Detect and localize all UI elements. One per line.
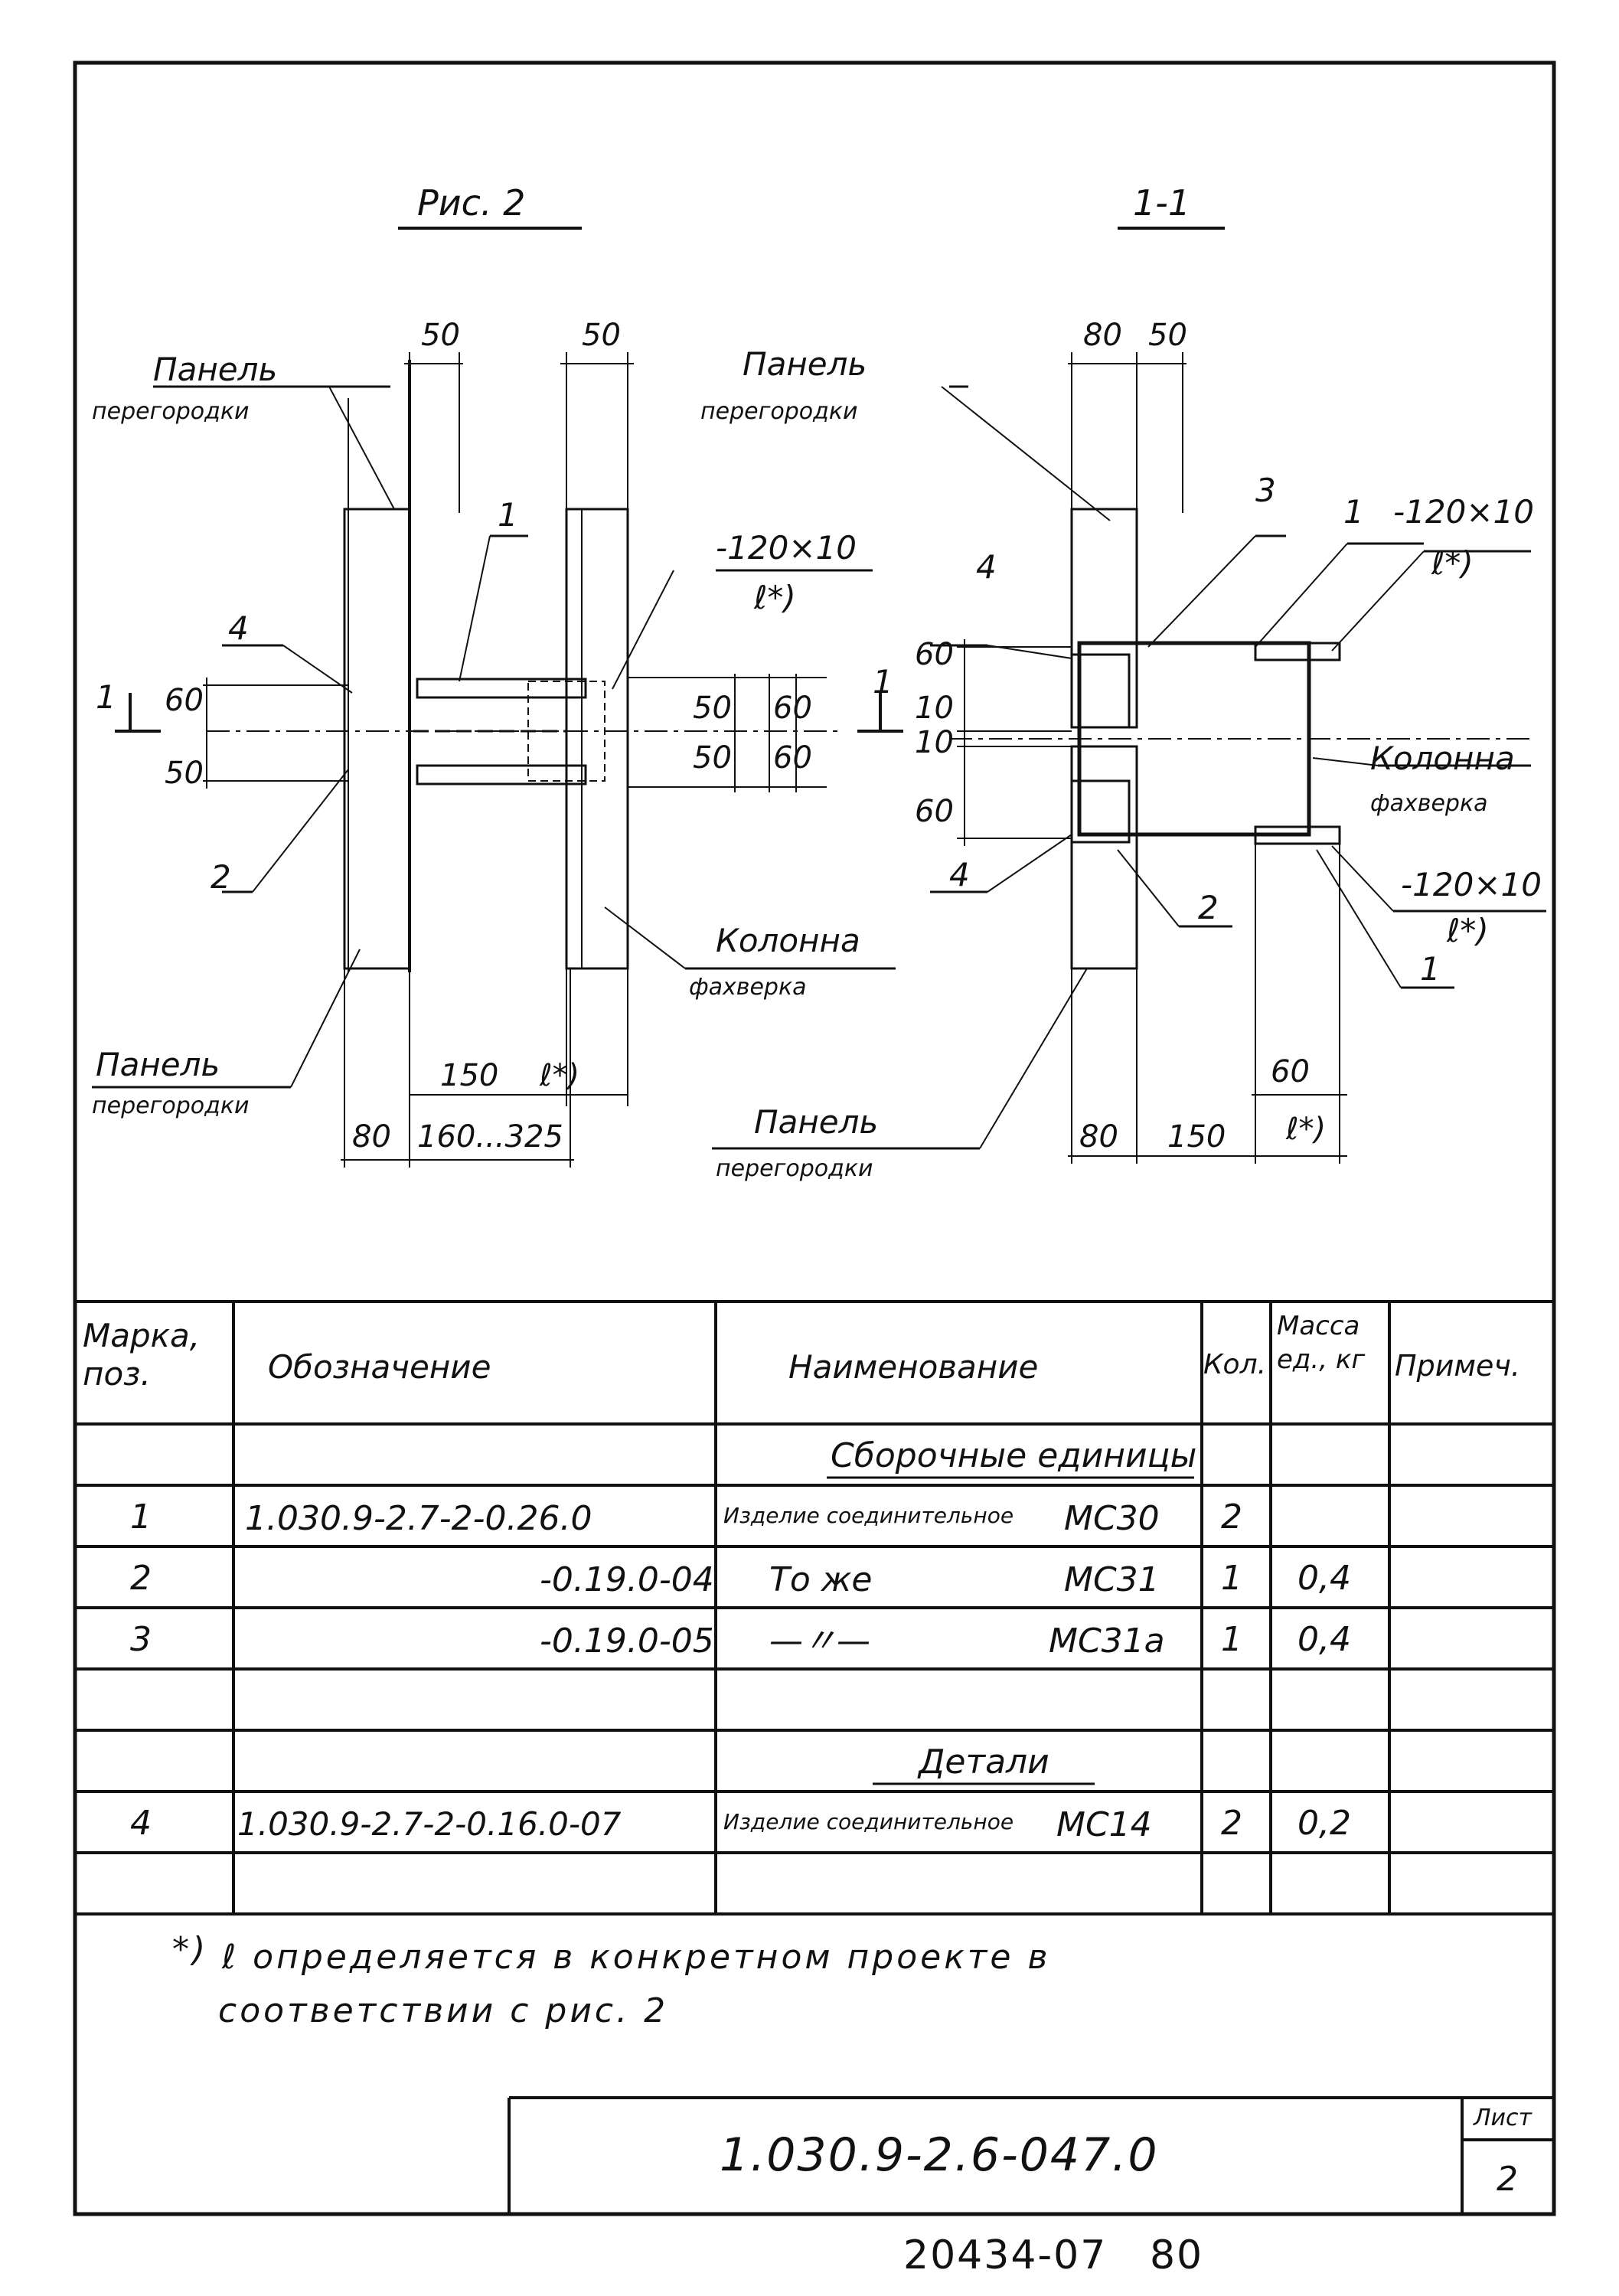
th-qty: Кол. [1203, 1349, 1267, 1380]
sec-column-sub: фахверка [1370, 790, 1488, 817]
sheet-number: 2 [1497, 2160, 1518, 2199]
row2-pos: 2 [130, 1559, 152, 1598]
fig2-panel-top-sub: перегородки [92, 398, 250, 425]
row3-qty: 1 [1221, 1620, 1242, 1659]
fig2-dim-50b: 50 [582, 318, 621, 353]
row3-designation: -0.19.0-05 [540, 1622, 714, 1661]
row4-code: МС14 [1056, 1805, 1152, 1844]
fig2-column-sub: фахверка [689, 974, 807, 1001]
row2-mass: 0,4 [1297, 1559, 1351, 1598]
fig2-pos4: 4 [228, 609, 249, 647]
footnote-line1: ℓ определяется в конкретном проекте в [222, 1938, 1051, 1977]
document-code: 1.030.9-2.6-047.0 [720, 2128, 1159, 2182]
fig2-dim-50l: 50 [165, 756, 204, 791]
th-name: Наименование [788, 1348, 1039, 1386]
row4-designation: 1.030.9-2.7-2-0.16.0-07 [237, 1805, 622, 1843]
sec-dim-50: 50 [1148, 318, 1187, 353]
sec-pos2: 2 [1198, 889, 1219, 926]
row1-pos: 1 [130, 1497, 152, 1537]
row2-name-small: То же [769, 1560, 873, 1599]
sec-dim-l: ℓ*) [1286, 1112, 1327, 1147]
fig2-dim-range: 160...325 [417, 1119, 563, 1155]
sec-dim-80b: 80 [1079, 1119, 1118, 1155]
section-details-label: Детали [919, 1742, 1049, 1782]
row3-code: МС31а [1049, 1622, 1165, 1661]
sec-pos1b: 1 [1420, 950, 1441, 988]
fig2-section-mark-right: 1 [873, 663, 893, 701]
sec-plate-bot-len: ℓ*) [1447, 912, 1489, 949]
row2-qty: 1 [1221, 1559, 1242, 1598]
sec-plate-top: -120×10 [1393, 493, 1534, 531]
sheet-label: Лист [1474, 2105, 1533, 2131]
fig2-pos2: 2 [211, 858, 231, 896]
fig2-pos1: 1 [498, 496, 518, 534]
row2-code: МС31 [1064, 1560, 1160, 1599]
fig2-section-mark-left: 1 [96, 678, 116, 716]
fig2-dim-150: 150 [440, 1058, 499, 1093]
row3-pos: 3 [130, 1620, 152, 1659]
fig2-plate: -120×10 [716, 529, 857, 567]
sec-dim-60c: 60 [1271, 1054, 1310, 1089]
sec-pos1a: 1 [1343, 493, 1364, 531]
fig2-drawing [92, 227, 903, 1168]
row3-name-small: —〃— [769, 1622, 870, 1661]
sec-panel-bottom-label: Панель [754, 1103, 879, 1141]
sec-plate-top-len: ℓ*) [1431, 544, 1474, 582]
sec-pos3: 3 [1255, 472, 1276, 509]
section-assembly-label: Сборочные единицы [831, 1436, 1197, 1475]
fig2-plate-len: ℓ*) [754, 579, 796, 616]
fig2-dim-l: ℓ*) [540, 1058, 580, 1093]
fig2-title: Рис. 2 [417, 182, 526, 224]
fig2-dim-50r2: 50 [693, 740, 732, 776]
sec-dim-80: 80 [1083, 318, 1122, 353]
spec-table-grid [75, 1300, 1554, 2214]
sec-dim-10b: 10 [915, 725, 954, 760]
row1-name-small: Изделие соединительное [723, 1503, 1014, 1528]
footnote-line2: соответствии с рис. 2 [218, 1991, 669, 2030]
footnote-mark: *) [172, 1930, 209, 1969]
fig2-panel-top-label: Панель [153, 351, 278, 388]
sec-panel-top-label: Панель [743, 345, 867, 383]
row2-designation: -0.19.0-04 [540, 1560, 714, 1599]
sec-pos4b: 4 [949, 856, 970, 893]
row4-qty: 2 [1221, 1804, 1242, 1843]
fig2-panel-bottom-label: Панель [96, 1046, 220, 1083]
row4-mass: 0,2 [1297, 1804, 1351, 1843]
th-designation: Обозначение [268, 1348, 491, 1386]
row3-mass: 0,4 [1297, 1620, 1351, 1659]
fig2-dim-80: 80 [352, 1119, 391, 1155]
row4-pos: 4 [130, 1804, 152, 1843]
th-mark: Марка, поз. [83, 1317, 201, 1393]
fig2-dim-60l: 60 [165, 683, 204, 718]
sec-dim-150: 150 [1167, 1119, 1226, 1155]
sec-dim-60b: 60 [915, 794, 954, 829]
sec-panel-bottom-sub: перегородки [716, 1155, 873, 1182]
section-title: 1-1 [1133, 182, 1191, 224]
row1-qty: 2 [1221, 1497, 1242, 1537]
sec-dim-10a: 10 [915, 691, 954, 726]
fig2-dim-50a: 50 [421, 318, 460, 353]
fig2-dim-60r: 60 [773, 691, 812, 726]
row4-name-small: Изделие соединительное [723, 1809, 1014, 1834]
fig2-column-label: Колонна [716, 922, 860, 959]
sheet-border [73, 60, 1556, 2216]
sec-panel-top-sub: перегородки [700, 398, 858, 425]
archive-stamp: 20434-07 80 [903, 2232, 1204, 2278]
section-drawing [712, 227, 1546, 1164]
th-mass: Масса ед., кг [1277, 1311, 1366, 1376]
fig2-dim-50r: 50 [693, 691, 732, 726]
sec-pos4a: 4 [976, 548, 997, 586]
sec-dim-60a: 60 [915, 637, 954, 672]
th-note: Примеч. [1395, 1349, 1520, 1383]
fig2-panel-bottom-sub: перегородки [92, 1092, 250, 1119]
fig2-dim-60r2: 60 [773, 740, 812, 776]
sec-column-label: Колонна [1370, 740, 1515, 777]
sec-plate-bot: -120×10 [1401, 866, 1542, 903]
row1-code: МС30 [1064, 1499, 1160, 1538]
row1-designation: 1.030.9-2.7-2-0.26.0 [245, 1499, 592, 1538]
